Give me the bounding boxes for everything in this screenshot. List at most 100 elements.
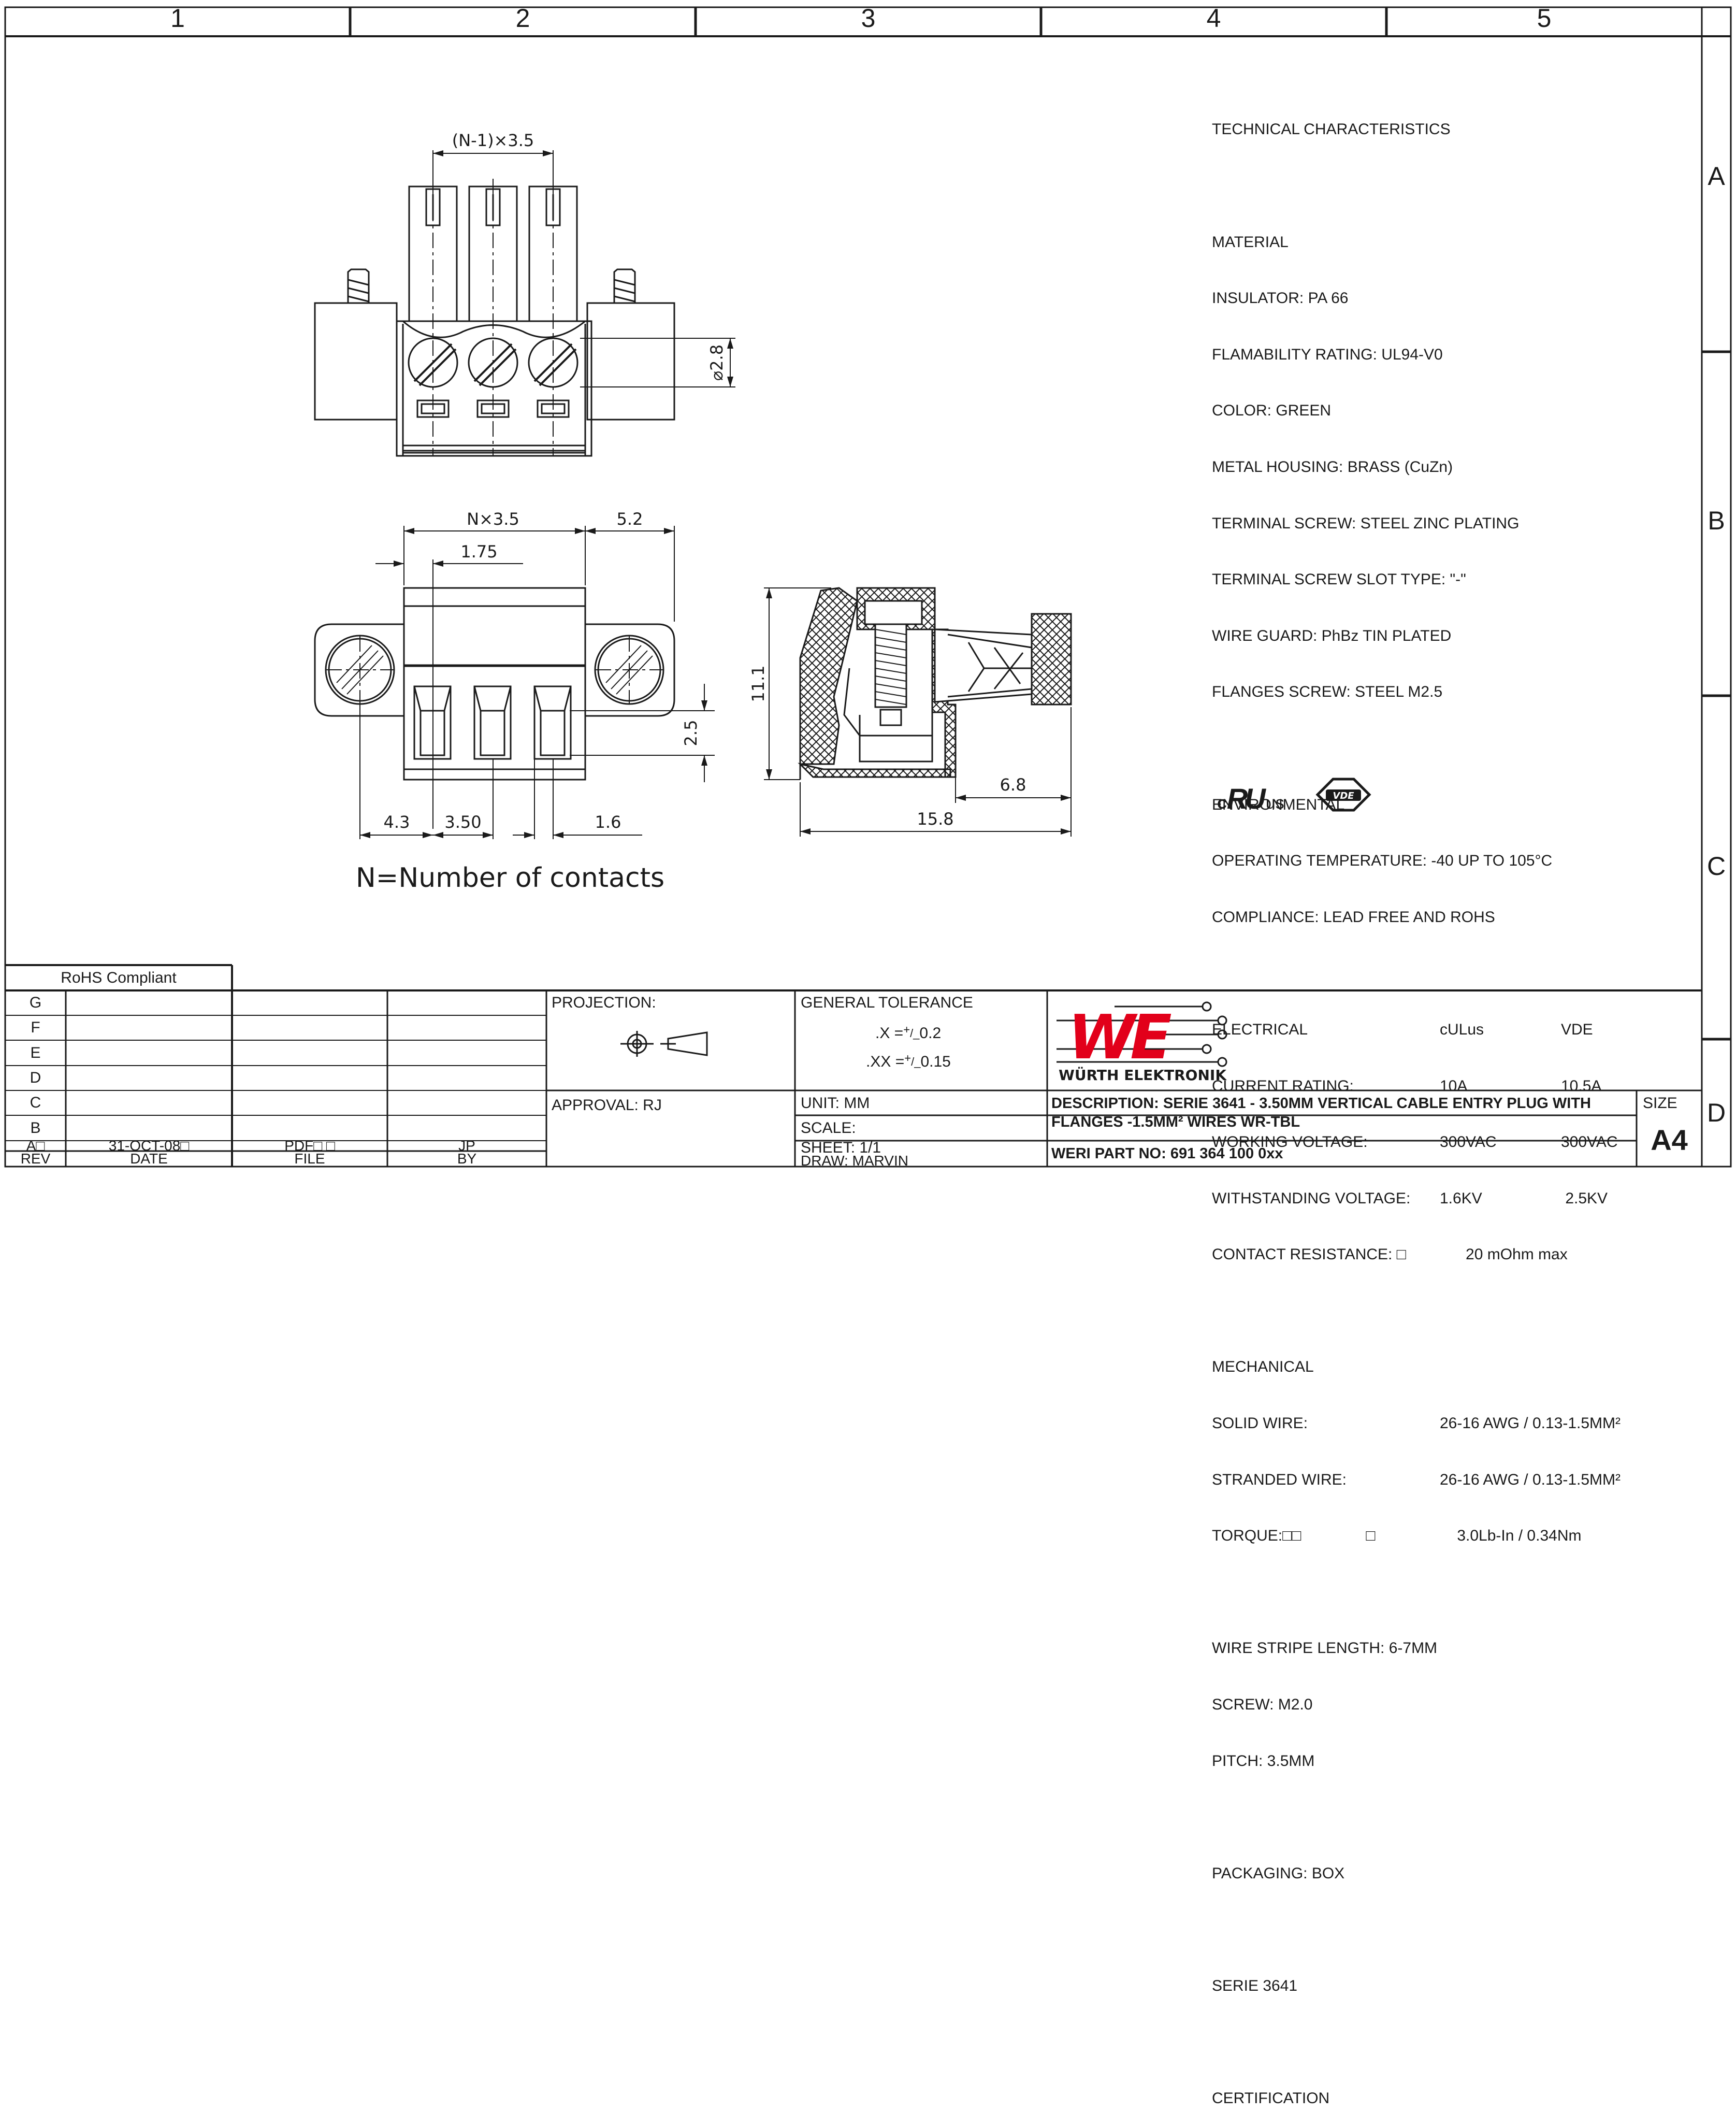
dim-diameter: ⌀2.8: [707, 344, 727, 381]
projection-symbol-icon: [620, 1031, 708, 1057]
zone-letter-b: B: [1708, 506, 1725, 535]
material-line: INSULATOR: PA 66: [1212, 290, 1349, 307]
electrical-key: CURRENT RATING:: [1212, 1077, 1354, 1095]
electrical-vde: 2.5KV: [1561, 1189, 1608, 1207]
rev-a-file: PDF□ □: [284, 1138, 335, 1154]
tol-x-minus: /_: [910, 1027, 920, 1040]
vde-text: VDE: [1333, 791, 1354, 801]
dim-1-75: 1.75: [460, 542, 497, 562]
electrical-row: WORKING VOLTAGE: 300VAC 300VAC: [1212, 1133, 1621, 1152]
electrical-key: ELECTRICAL: [1212, 1021, 1308, 1038]
tol-xx-minus: /_: [911, 1055, 921, 1068]
electrical-vde: 300VAC: [1561, 1133, 1618, 1151]
rev-letter: G: [29, 994, 42, 1011]
sheet-label: SHEET: 1/1: [801, 1139, 881, 1156]
electrical-vde: 10.5A: [1561, 1077, 1602, 1095]
zone-number-5: 5: [1537, 4, 1552, 33]
tol-x-value: 0.2: [919, 1025, 942, 1042]
misc-line: SCREW: M2.0: [1212, 1696, 1313, 1714]
material-heading: MATERIAL: [1212, 233, 1289, 251]
zone-letter-d: D: [1706, 1098, 1726, 1127]
top-view: [314, 179, 675, 457]
electrical-row: WITHSTANDING VOLTAGE: 1.6KV 2.5KV: [1212, 1189, 1621, 1208]
projection-label: PROJECTION:: [552, 994, 656, 1011]
rev-letter: E: [30, 1044, 41, 1061]
material-line: METAL HOUSING: BRASS (CuZn): [1212, 458, 1453, 476]
electrical-culus: 300VAC: [1440, 1133, 1497, 1151]
header-rev: REV: [20, 1151, 51, 1167]
tol-xx-plus: +: [904, 1052, 912, 1065]
dim-6-8: 6.8: [1000, 775, 1026, 795]
material-line: TERMINAL SCREW: STEEL ZINC PLATING: [1212, 514, 1520, 532]
dim-pitch-top: (N-1)×3.5: [452, 131, 534, 150]
rev-letter: A□: [26, 1138, 45, 1154]
electrical-row: CONTACT RESISTANCE: □ 20 mOhm max: [1212, 1245, 1621, 1264]
electrical-row: ELECTRICAL cULus VDE: [1212, 1021, 1621, 1039]
dim-1-6: 1.6: [595, 812, 621, 832]
ul-ru: RU: [1226, 782, 1266, 815]
unit-label: UNIT: MM: [801, 1095, 870, 1112]
electrical-row: CURRENT RATING: 10A 10.5A: [1212, 1077, 1621, 1096]
contacts-note: N=Number of contacts: [356, 863, 664, 894]
mechanical-value: 3.0Lb-In / 0.34Nm: [1440, 1527, 1582, 1545]
rohs-label: RoHS Compliant: [61, 969, 177, 986]
dim-11-1: 11.1: [748, 665, 768, 702]
electrical-key: WITHSTANDING VOLTAGE:: [1212, 1189, 1411, 1207]
front-view-dimensions: [359, 526, 715, 839]
zone-number-2: 2: [515, 4, 530, 33]
mechanical-key: TORQUE:□□ □: [1212, 1527, 1376, 1545]
mechanical-key: MECHANICAL: [1212, 1358, 1314, 1376]
rev-letter: D: [30, 1069, 41, 1086]
tech-title: TECHNICAL CHARACTERISTICS: [1212, 121, 1451, 138]
top-view-dimensions: [432, 150, 735, 387]
header-file: FILE: [294, 1151, 325, 1167]
electrical-key: CONTACT RESISTANCE: □: [1212, 1246, 1406, 1263]
wurth-elektronik-logo: WE WÜRTH ELEKTRONIK: [1057, 1001, 1227, 1084]
mechanical-key: SOLID WIRE:: [1212, 1415, 1308, 1432]
size-label: SIZE: [1643, 1095, 1677, 1112]
mechanical-value: 26-16 AWG / 0.13-1.5MM²: [1440, 1415, 1621, 1432]
rev-letter: F: [31, 1019, 40, 1036]
logo-name: WÜRTH ELEKTRONIK: [1059, 1066, 1227, 1084]
scale-label: SCALE:: [801, 1119, 856, 1137]
draw-label: DRAW: MARVIN: [801, 1152, 908, 1169]
part-number: WERI PART NO: 691 364 100 0xx: [1051, 1145, 1283, 1162]
material-line: FLANGES SCREW: STEEL M2.5: [1212, 683, 1443, 701]
misc-line: WIRE STRIPE LENGTH: 6-7MM: [1212, 1640, 1438, 1657]
vde-cert-mark: VDE: [1315, 778, 1371, 812]
mechanical-key: STRANDED WIRE:: [1212, 1471, 1347, 1488]
mechanical-row: STRANDED WIRE: 26-16 AWG / 0.13-1.5MM²: [1212, 1471, 1621, 1489]
electrical-vde: VDE: [1561, 1021, 1593, 1038]
zone-number-3: 3: [861, 4, 876, 33]
electrical-culus: 10A: [1440, 1077, 1468, 1095]
tol-x-plus: +: [903, 1023, 910, 1036]
ul-cert-mark: c RU us: [1217, 782, 1300, 813]
header-by: BY: [457, 1151, 477, 1167]
material-line: COLOR: GREEN: [1212, 402, 1332, 420]
certification-heading: CERTIFICATION: [1212, 2090, 1330, 2107]
tolerance-x: .X = + /_ 0.2: [875, 1023, 1031, 1044]
electrical-culus: 1.6KV: [1440, 1189, 1482, 1207]
size-value: A4: [1651, 1123, 1688, 1156]
side-view-dimensions: [764, 587, 1072, 837]
mechanical-value: 26-16 AWG / 0.13-1.5MM²: [1440, 1471, 1621, 1488]
electrical-key: WORKING VOLTAGE:: [1212, 1133, 1368, 1151]
rev-a-date: 31-OCT-08□: [108, 1138, 190, 1154]
tolerance-xx: .XX = + /_ 0.15: [866, 1052, 1032, 1072]
mechanical-row: MECHANICAL: [1212, 1358, 1621, 1376]
misc-line: PITCH: 3.5MM: [1212, 1752, 1315, 1770]
zone-number-1: 1: [170, 4, 185, 33]
electrical-culus: cULus: [1440, 1021, 1484, 1038]
zone-letter-a: A: [1708, 162, 1725, 191]
rev-letter: C: [30, 1094, 41, 1111]
dim-3-50: 3.50: [444, 812, 481, 832]
material-line: TERMINAL SCREW SLOT TYPE: "-": [1212, 571, 1466, 588]
environmental-line: OPERATING TEMPERATURE: -40 UP TO 105°C: [1212, 852, 1553, 870]
mechanical-row: TORQUE:□□ □ 3.0Lb-In / 0.34Nm: [1212, 1527, 1621, 1545]
side-section-view: [798, 587, 1072, 780]
tol-xx-label: .XX =: [866, 1053, 905, 1070]
approval-label: APPROVAL: RJ: [552, 1097, 662, 1114]
drawing-frame: [4, 6, 1732, 1168]
dim-2-5: 2.5: [681, 720, 701, 746]
tol-xx-value: 0.15: [920, 1053, 951, 1070]
